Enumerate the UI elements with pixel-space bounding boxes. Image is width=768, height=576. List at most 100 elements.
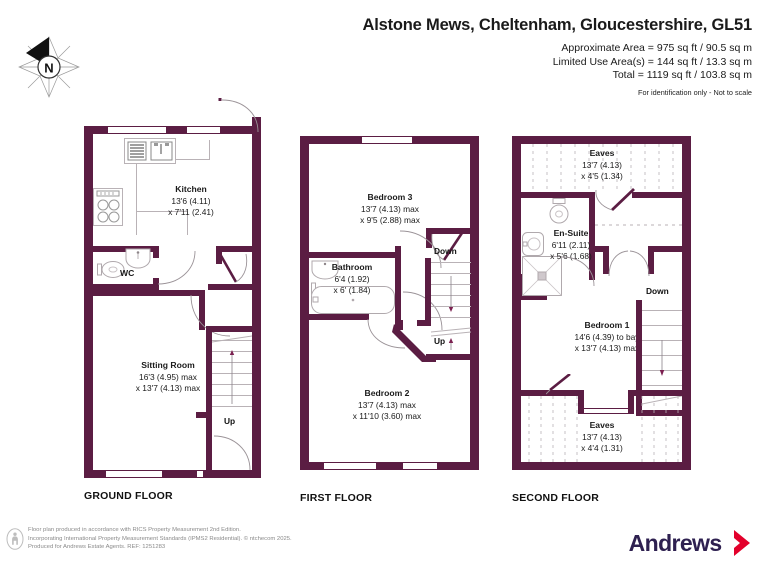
floor-label-second: SECOND FLOOR <box>512 492 599 504</box>
window-sitting-2 <box>197 471 203 477</box>
window-sitting-1 <box>106 471 162 477</box>
chevron-right-icon <box>734 530 750 556</box>
wall-hall-right-bottom <box>208 284 252 290</box>
wc-door-swing-icon <box>157 250 196 285</box>
washbasin-icon <box>125 248 151 269</box>
wall-hall-right-top <box>216 246 252 252</box>
footer-line-1: Floor plan produced in accordance with R… <box>28 527 241 533</box>
wall-bed2-top <box>426 354 478 360</box>
bedroom-3-dim1: 13'7 (4.13) max <box>361 203 419 214</box>
wall-bottom <box>300 462 479 470</box>
wall-bottom <box>512 462 691 470</box>
wall-landing-lower-left <box>425 258 431 326</box>
sitting-room-dim1: 16'3 (4.95) max <box>139 371 197 382</box>
stair-label-down: Down <box>434 246 457 256</box>
stair-label-down: Down <box>646 286 669 296</box>
wall-eaves-bay-right-v <box>628 390 634 414</box>
window-bed2-1 <box>324 463 376 469</box>
wall-wardrobe-left-v <box>603 246 609 274</box>
room-label-eaves-bottom: Eaves 13'7 (4.13) x 4'4 (1.31) <box>554 420 650 455</box>
landing-door-icon <box>431 232 464 261</box>
wall-wardrobe-left <box>595 246 609 252</box>
kitchen-counter-line-v2 <box>136 211 188 212</box>
wall-wardrobe-right-v <box>648 246 654 274</box>
andrews-logo-text: Andrews <box>628 530 723 556</box>
kitchen-counter-line-h2 <box>209 140 210 160</box>
bedroom-1-dim1: 14'6 (4.39) to bay <box>574 331 640 342</box>
footer-line-2: Incorporating International Property Mea… <box>28 535 292 542</box>
wall-wc-bottom <box>93 284 159 290</box>
washer-sink-icon <box>124 138 176 164</box>
window-bed3 <box>362 137 412 143</box>
window-kitchen-2 <box>187 127 220 133</box>
andrews-logo[interactable]: Andrews <box>629 526 752 560</box>
kitchen-counter-line-v <box>136 160 137 235</box>
disclaimer-text: For identification only - Not to scale <box>638 88 752 97</box>
wall-bed2-door-jamb <box>395 320 403 330</box>
staircase-down <box>431 262 471 334</box>
kitchen-name: Kitchen <box>175 184 207 194</box>
wall-wardrobe-right <box>648 246 682 252</box>
page-title: Alstone Mews, Cheltenham, Gloucestershir… <box>362 16 753 34</box>
window-kitchen-1 <box>108 127 166 133</box>
room-label-sitting-room: Sitting Room 16'3 (4.95) max x 13'7 (4.1… <box>98 360 238 395</box>
bay-window <box>584 409 628 413</box>
ensuite-toilet-icon <box>549 198 569 224</box>
wall-top <box>512 136 691 144</box>
wall-wc-top-stub <box>153 246 159 258</box>
total-area: Total = 1119 sq ft / 103.8 sq m <box>612 69 752 81</box>
wall-eaves-divider-left <box>521 192 595 198</box>
wall-wc-bottom-stub <box>153 278 159 290</box>
wall-stairwell-left <box>425 258 431 264</box>
room-label-bedroom-1: Bedroom 1 14'6 (4.39) to bay x 13'7 (4.1… <box>532 320 682 355</box>
wall-bottom <box>84 470 261 478</box>
hob-icon <box>93 188 123 226</box>
front-door-bottom-icon <box>213 435 251 471</box>
wall-landing-left <box>426 228 432 248</box>
wall-stair-top <box>206 326 252 332</box>
bedroom-1-name: Bedroom 1 <box>584 320 630 330</box>
shower-icon <box>522 256 562 296</box>
wall-stair-bottom <box>636 410 682 416</box>
wall-eaves-bottom-left <box>521 390 563 396</box>
ensuite-dim2: x 5'6 (1.68) <box>550 251 592 261</box>
eaves-bottom-dim1: 13'7 (4.13) <box>582 431 622 442</box>
wall-ensuite-step <box>521 294 547 300</box>
understairs-door-icon <box>218 253 248 283</box>
eaves-top-dim1: 13'7 (4.13) <box>582 159 622 170</box>
staircase-up <box>431 326 471 354</box>
front-door-swing-icon <box>218 98 259 133</box>
bathroom-door-swing-icon <box>367 318 406 349</box>
wall-stair-left <box>206 326 212 418</box>
floor-label-first: FIRST FLOOR <box>300 492 373 504</box>
window-bed2-2 <box>403 463 437 469</box>
eaves-bay-angle-icon <box>546 374 571 395</box>
room-label-wc: WC <box>120 268 135 278</box>
first-floor-plan: Bedroom 3 13'7 (4.13) max x 9'5 (2.88) m… <box>300 136 496 504</box>
area-summary: Approximate Area = 975 sq ft / 90.5 sq m… <box>553 42 752 83</box>
room-label-bedroom-3: Bedroom 3 13'7 (4.13) max x 9'5 (2.88) m… <box>330 192 450 227</box>
ensuite-basin-icon <box>522 232 544 256</box>
wall-right <box>682 136 691 470</box>
ensuite-name: En-Suite <box>553 228 589 238</box>
eaves-top-dim2: x 4'5 (1.34) <box>581 171 623 181</box>
eaves-bottom-dim2: x 4'4 (1.31) <box>581 443 623 453</box>
toilet-icon <box>97 261 125 278</box>
wall-eaves-bay-top <box>558 390 584 396</box>
wall-bathroom-right <box>395 258 401 320</box>
stair-label-up: Up <box>224 416 236 426</box>
double-door-swing-icon <box>608 250 650 277</box>
ensuite-door-swing-icon <box>561 256 595 287</box>
wall-right <box>252 126 261 478</box>
wall-top <box>84 126 261 134</box>
floor-label-ground: GROUND FLOOR <box>84 490 173 502</box>
wall-eaves-divider-right <box>632 192 682 198</box>
hall-door-swing-icon <box>190 294 231 337</box>
bedroom-2-dim1: 13'7 (4.13) max <box>358 399 416 410</box>
wall-hall-right-v <box>199 290 205 330</box>
bathroom-name: Bathroom <box>331 262 373 272</box>
bedroom-3-name: Bedroom 3 <box>367 192 413 202</box>
header: Alstone Mews, Cheltenham, Gloucestershir… <box>0 0 768 110</box>
wall-bed3-bottom-r <box>395 246 401 258</box>
wall-landing-top <box>426 228 470 234</box>
